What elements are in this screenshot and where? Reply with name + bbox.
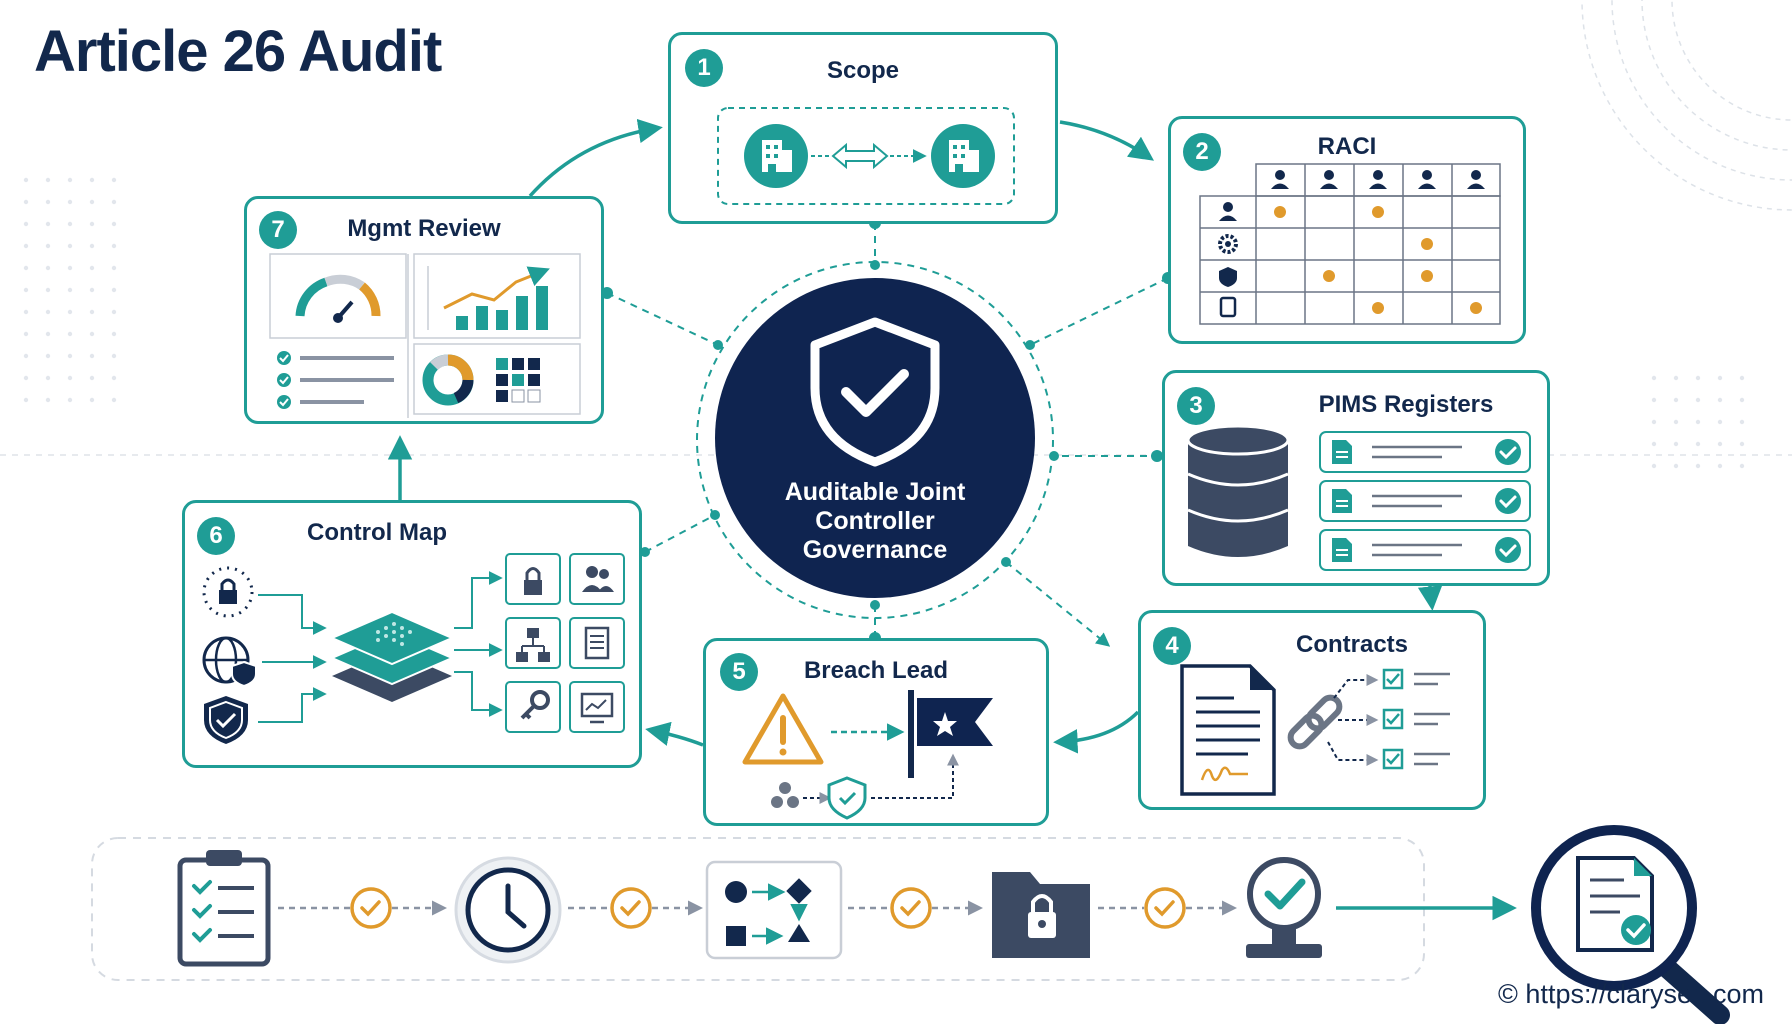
step-box-pims-registers[interactable]: 3 PIMS Registers [1162,370,1550,586]
step-box-scope[interactable]: 1 Scope [668,32,1058,224]
step-number-badge: 4 [1153,627,1191,665]
monitor-chart-icon [580,692,614,724]
shield-check-small-icon [827,776,867,820]
bidirectional-arrow-icon [811,142,927,170]
bar-trend-chart-icon [427,266,550,330]
clipboard-icon [1219,296,1237,318]
step-number-badge: 6 [197,517,235,555]
center-label-line1: Auditable Joint [784,478,966,506]
donut-chart-icon [422,354,474,406]
contract-document-icon [1180,664,1276,796]
gauge-panel [269,253,407,339]
database-icon [1186,424,1290,557]
center-label-line2: Controller [815,507,935,535]
register-entry-list [1319,431,1531,571]
step-box-breach-lead[interactable]: 5 Breach Lead [703,638,1049,826]
step-box-control-map[interactable]: 6 Control Map [182,500,642,768]
checkbox-icon [1382,668,1404,770]
gauge-icon [295,274,381,320]
building-icon [744,124,808,188]
dot-grid-left [20,170,130,410]
decorative-arcs [1581,0,1792,211]
globe-shield-icon [202,636,257,688]
step-title: Control Map [307,519,447,546]
approval-stamp-icon [1246,857,1322,958]
heatmap-grid-icon [496,358,541,403]
footer-connectors [278,887,1517,929]
network-node-icon [771,782,799,808]
center-label-line3: Governance [802,536,948,564]
step-title: Breach Lead [803,657,949,684]
users-icon [582,566,614,592]
lock-icon [524,567,542,595]
dot-grid-right [1650,360,1760,480]
step-number-badge: 1 [685,49,723,87]
building-icon [931,124,995,188]
raci-assignment-dots [1274,206,1482,314]
org-chart-icon [516,628,550,662]
eu-lock-icon [202,566,254,618]
raci-matrix [1199,163,1501,325]
gear-icon [1218,234,1238,254]
step-number-badge: 7 [259,211,297,249]
copyright-text: © https://clarysec.com [1498,979,1764,1009]
document-icon [584,626,610,660]
warning-triangle-icon [742,693,824,765]
center-circle [715,278,1035,598]
step-number-badge: 2 [1183,133,1221,171]
chain-link-icon [1287,694,1343,750]
lead-flag-icon [908,690,993,778]
step-title: Mgmt Review [347,215,501,242]
magnifier-document-icon [1531,825,1730,1024]
page-title: Article 26 Audit [34,19,442,84]
shield-check-icon [810,317,940,467]
step-box-raci[interactable]: 2 RACI [1168,116,1526,344]
step-title: RACI [1317,133,1377,160]
step-title: Scope [826,57,900,84]
step-title: Contracts [1295,631,1409,658]
shield-icon [1219,267,1237,287]
step-box-contracts[interactable]: 4 Contracts [1138,610,1486,810]
step-box-mgmt-review[interactable]: 7 Mgmt Review [244,196,604,424]
shield-check-icon [204,696,248,744]
checklist-icon [277,351,394,409]
locked-folder-icon [992,872,1090,958]
scope-boundary [717,107,1015,205]
flow-arrows [387,118,1443,754]
clock-icon [454,856,562,964]
process-shapes-icon [705,860,843,960]
step-number-badge: 5 [720,653,758,691]
step-number-badge: 3 [1177,387,1215,425]
key-icon [520,690,550,720]
layer-stack-icon [329,610,455,702]
center-label: Auditable Joint Controller Governance [715,478,1035,565]
clipboard-checklist-icon [177,850,271,967]
spoke-dots [601,217,1174,644]
person-icon [1219,170,1485,221]
step-title: PIMS Registers [1318,391,1494,418]
